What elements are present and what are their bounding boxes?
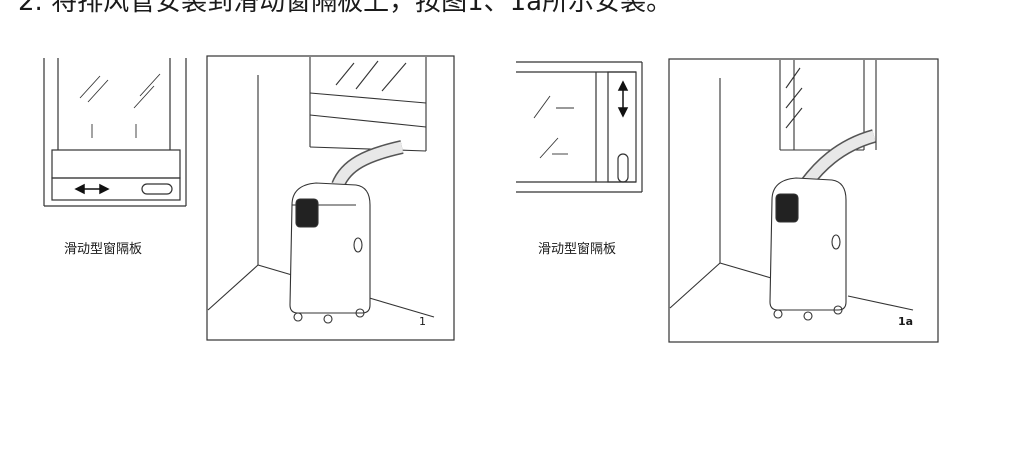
figure-1-illustration	[206, 55, 456, 342]
vertical-window-illustration	[40, 58, 190, 208]
figure-1a-illustration	[668, 58, 940, 344]
figure-1-label: 1	[419, 315, 426, 328]
horizontal-window-illustration	[516, 58, 644, 196]
figure-1a-label: 1a	[898, 315, 914, 328]
right-window-caption: 滑动型窗隔板	[538, 242, 617, 257]
left-window-caption: 滑动型窗隔板	[64, 242, 143, 257]
instruction-heading: 2. 将排风管安装到滑动窗隔板上，按图1、1a所示安装。	[18, 0, 673, 17]
